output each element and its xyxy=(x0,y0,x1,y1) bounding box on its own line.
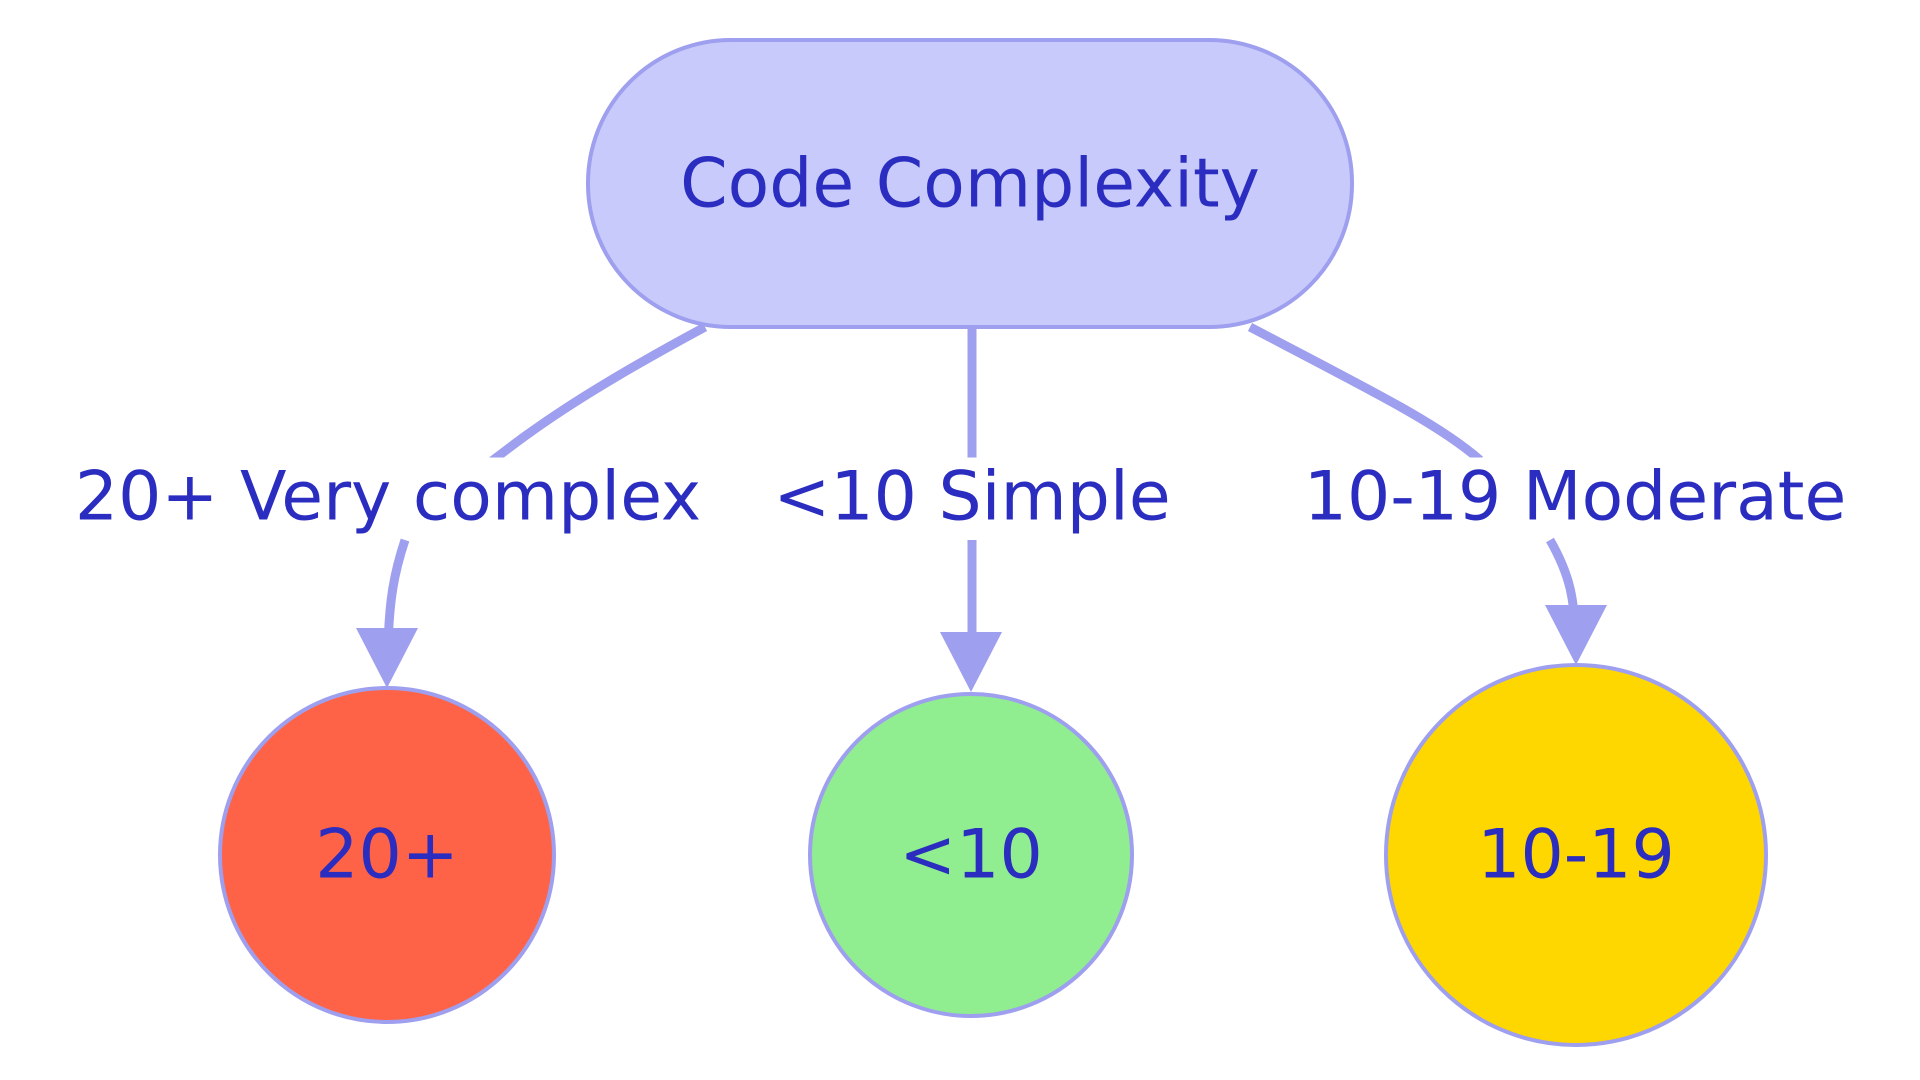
node-moderate-circle xyxy=(1384,663,1768,1047)
node-very-complex-circle xyxy=(218,686,556,1024)
node-moderate-label: 10-19 xyxy=(1477,816,1675,895)
child-node-moderate: 10-19 xyxy=(1384,663,1768,1047)
edge-label-moderate: 10-19 Moderate xyxy=(1304,458,1847,537)
node-very-complex-label: 20+ xyxy=(315,816,459,895)
root-node-label: Code Complexity xyxy=(680,145,1260,224)
root-node-shape xyxy=(586,38,1354,329)
arrowhead-moderate xyxy=(1545,605,1607,665)
edge-label-background xyxy=(68,457,708,537)
edge-label-background xyxy=(1297,457,1853,537)
node-simple-circle xyxy=(808,692,1134,1018)
edge-label-very-complex: 20+ Very complex xyxy=(75,458,701,537)
edge-label-simple: <10 Simple xyxy=(773,458,1170,537)
arrowhead-very-complex xyxy=(356,628,418,688)
root-node: Code Complexity xyxy=(586,38,1354,329)
node-simple-label: <10 xyxy=(899,816,1043,895)
edge-label-background xyxy=(767,457,1177,537)
edge-labels: 20+ Very complex <10 Simple 10-19 Modera… xyxy=(68,457,1853,537)
child-node-very-complex: 20+ xyxy=(218,686,556,1024)
arrowhead-simple xyxy=(940,632,1002,692)
child-node-simple: <10 xyxy=(808,692,1134,1018)
